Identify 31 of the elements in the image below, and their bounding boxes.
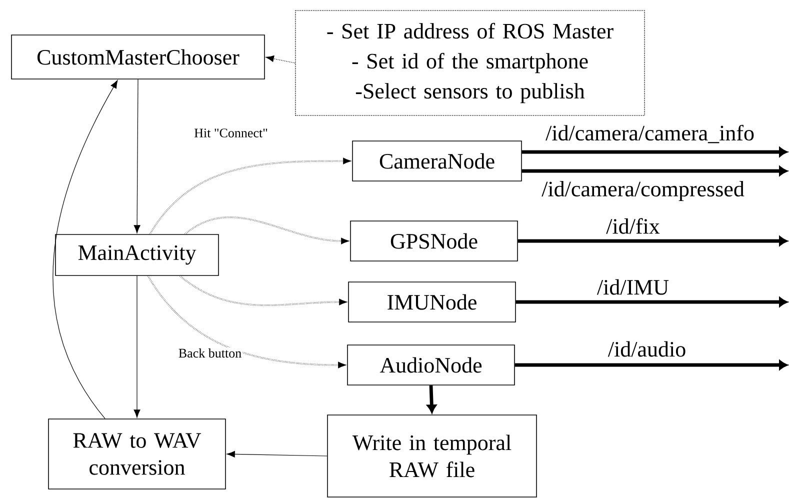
edge-label: /id/camera/compressed: [540, 180, 746, 202]
arrow: [134, 276, 140, 418]
arrow: [516, 297, 788, 307]
edge-label: Back button: [177, 347, 243, 359]
process-box: IMUNode: [348, 282, 516, 322]
edge-label: /id/IMU: [596, 278, 670, 296]
arrow: [427, 385, 436, 413]
arrow: [134, 79, 140, 234]
arrow: [518, 236, 788, 246]
process-box: CameraNode: [352, 140, 522, 182]
arrow: [514, 360, 788, 370]
arrow: [266, 56, 296, 64]
arrow: [226, 450, 328, 458]
note-box: - Set IP address of ROS Master - Set id of the smartphone -Select sensors to publish: [295, 10, 645, 116]
arrow: [149, 158, 352, 235]
edge-label: /id/audio: [606, 340, 688, 358]
arrow: [52, 80, 118, 419]
edge-label: Hit "Connect": [193, 128, 269, 138]
arrow: [180, 275, 348, 306]
edge-label: /id/fix: [605, 217, 661, 235]
process-box: Write in temporal RAW file: [327, 414, 537, 498]
edge-label: /id/camera/camera_info: [544, 124, 756, 144]
process-box: AudioNode: [347, 344, 515, 386]
arrow: [522, 166, 788, 176]
process-box: RAW to WAV conversion: [48, 418, 226, 490]
process-box: CustomMasterChooser: [11, 34, 265, 80]
arrow: [522, 147, 788, 157]
arrow: [147, 275, 346, 368]
arrow: [184, 216, 350, 244]
process-box: MainActivity: [55, 234, 219, 276]
process-box: GPSNode: [350, 220, 518, 262]
